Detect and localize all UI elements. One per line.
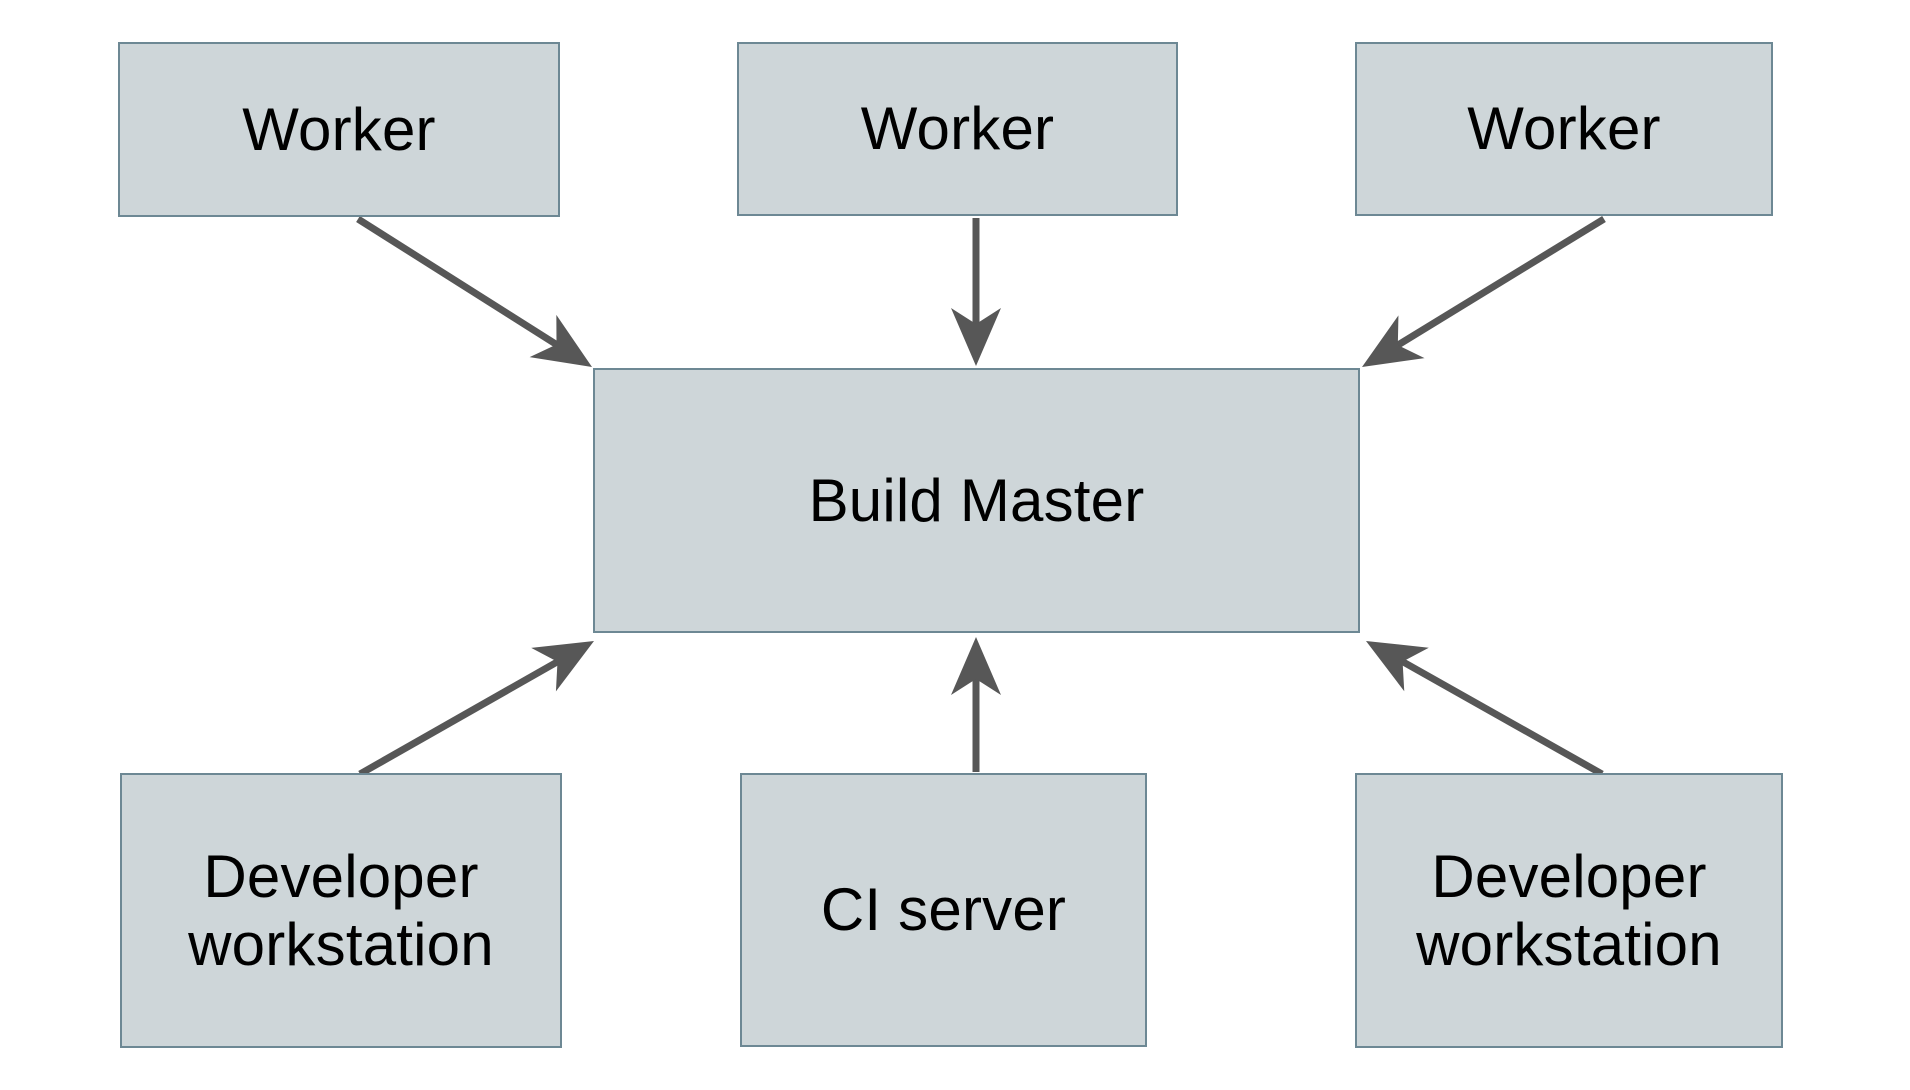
dev-left-to-build-master-arrow: [358, 641, 594, 778]
node-developer-workstation-right[interactable]: Developer workstation: [1355, 773, 1783, 1048]
node-label: Build Master: [808, 466, 1145, 534]
ci-server-to-build-master-head: [951, 637, 1001, 695]
worker-left-to-build-master-head: [529, 314, 592, 367]
worker-left-to-build-master-arrow: [356, 216, 592, 367]
node-label: Developer workstation: [1416, 843, 1722, 978]
node-label: Worker: [860, 95, 1055, 163]
ci-server-to-build-master-arrow: [951, 637, 1001, 772]
node-worker-right[interactable]: Worker: [1355, 42, 1773, 216]
node-ci-server[interactable]: CI server: [740, 773, 1147, 1047]
worker-center-to-build-master-head: [951, 308, 1001, 366]
dev-left-to-build-master-head: [531, 641, 594, 692]
dev-right-to-build-master-arrow: [1366, 641, 1604, 778]
node-label: Worker: [1467, 95, 1661, 163]
worker-center-to-build-master-arrow: [951, 218, 1001, 366]
node-label: Worker: [242, 95, 436, 163]
node-worker-left[interactable]: Worker: [118, 42, 560, 217]
node-label: Developer workstation: [188, 843, 494, 978]
node-worker-center[interactable]: Worker: [737, 42, 1178, 216]
worker-left-to-build-master-shaft: [356, 216, 559, 348]
dev-right-to-build-master-shaft: [1400, 658, 1604, 778]
worker-right-to-build-master-arrow: [1362, 216, 1606, 367]
node-label: CI server: [820, 876, 1067, 944]
node-build-master[interactable]: Build Master: [593, 368, 1360, 633]
worker-right-to-build-master-shaft: [1395, 216, 1606, 349]
dev-left-to-build-master-shaft: [358, 658, 560, 778]
dev-right-to-build-master-head: [1366, 641, 1429, 692]
node-developer-workstation-left[interactable]: Developer workstation: [120, 773, 562, 1048]
worker-right-to-build-master-head: [1362, 315, 1425, 367]
